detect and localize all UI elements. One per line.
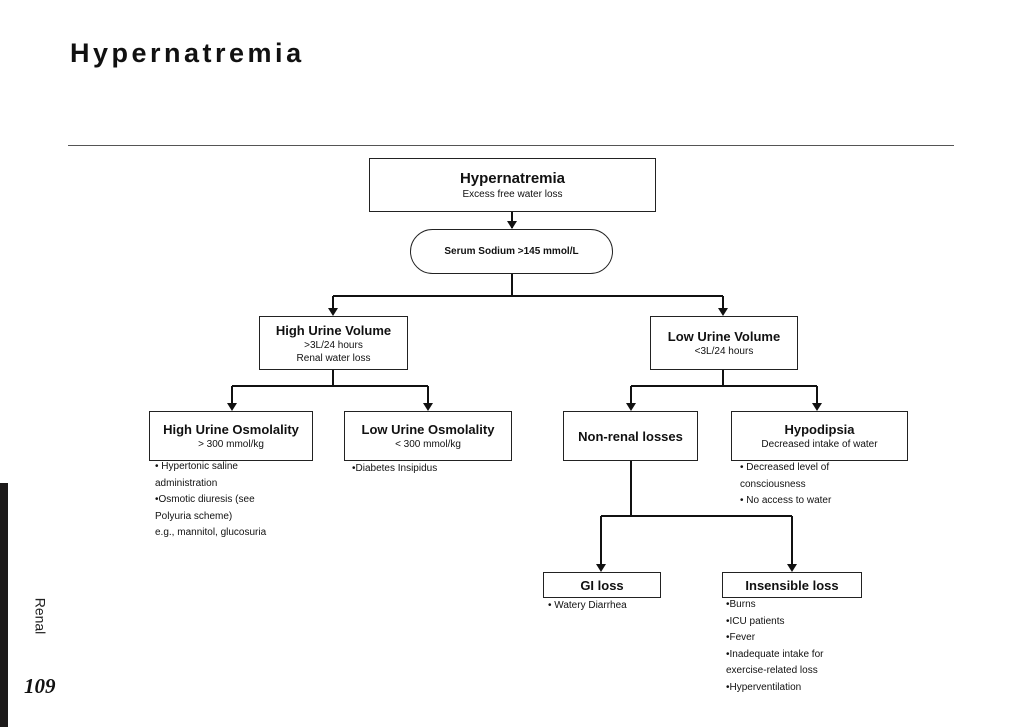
note: • No access to water — [740, 495, 832, 506]
root-subtitle: Excess free water loss — [462, 189, 563, 200]
hypodipsia-subtitle: Decreased intake of water — [761, 439, 878, 450]
high-volume-line1: >3L/24 hours — [304, 339, 363, 351]
title-divider — [68, 145, 954, 146]
note: administration — [155, 477, 218, 489]
low-volume-node: Low Urine Volume <3L/24 hours — [650, 316, 798, 370]
gi-node: GI loss — [543, 572, 661, 598]
nonrenal-node: Non-renal losses — [563, 411, 698, 461]
criterion-label: Serum Sodium >145 mmol/L — [444, 246, 579, 257]
low-osm-notes: •Diabetes Insipidus — [352, 461, 437, 478]
low-osm-node: Low Urine Osmolality < 300 mmol/kg — [344, 411, 512, 461]
high-osm-subtitle: > 300 mmol/kg — [198, 439, 264, 450]
note: •Inadequate intake for — [726, 648, 824, 660]
section-tab-bar — [0, 483, 8, 727]
note: •Burns — [726, 599, 756, 610]
note: consciousness — [740, 478, 806, 490]
gi-title: GI loss — [580, 577, 624, 593]
note: •Fever — [726, 632, 756, 643]
note: •Osmotic diuresis (see — [155, 494, 255, 505]
hypodipsia-title: Hypodipsia — [784, 422, 855, 437]
page-number: 109 — [24, 674, 56, 698]
insensible-node: Insensible loss — [722, 572, 862, 598]
note: • Decreased level of — [740, 462, 830, 473]
note: • Hypertonic saline — [155, 461, 238, 472]
low-osm-subtitle: < 300 mmol/kg — [395, 439, 461, 450]
low-volume-title: Low Urine Volume — [667, 329, 781, 344]
note: e.g., mannitol, glucosuria — [155, 527, 267, 538]
note: •Diabetes Insipidus — [352, 463, 438, 474]
note: •Hyperventilation — [726, 681, 802, 693]
section-label: Renal — [32, 597, 49, 635]
insensible-title: Insensible loss — [745, 577, 839, 593]
high-volume-title: High Urine Volume — [275, 322, 392, 338]
root-title: Hypernatremia — [459, 170, 566, 187]
high-osm-notes: • Hypertonic saline administration •Osmo… — [155, 459, 266, 542]
low-osm-title: Low Urine Osmolality — [361, 422, 495, 437]
note: • Watery Diarrhea — [548, 600, 627, 611]
gi-notes: • Watery Diarrhea — [548, 598, 627, 615]
root-node: Hypernatremia Excess free water loss — [369, 158, 656, 212]
criterion-node: Serum Sodium >145 mmol/L — [410, 229, 613, 274]
high-volume-line2: Renal water loss — [296, 352, 371, 364]
note: exercise-related loss — [726, 665, 818, 676]
high-osm-title: High Urine Osmolality — [163, 422, 299, 437]
note: •ICU patients — [726, 615, 785, 627]
high-volume-node: High Urine Volume >3L/24 hours Renal wat… — [259, 316, 408, 370]
hypodipsia-node: Hypodipsia Decreased intake of water — [731, 411, 908, 461]
note: Polyuria scheme) — [155, 510, 233, 522]
nonrenal-title: Non-renal losses — [578, 428, 683, 444]
hypodipsia-notes: • Decreased level of consciousness • No … — [740, 460, 831, 510]
low-volume-line1: <3L/24 hours — [694, 346, 754, 357]
high-osm-node: High Urine Osmolality > 300 mmol/kg — [149, 411, 313, 461]
page-title: Hypernatremia — [70, 38, 305, 68]
insensible-notes: •Burns •ICU patients •Fever •Inadequate … — [726, 597, 823, 696]
